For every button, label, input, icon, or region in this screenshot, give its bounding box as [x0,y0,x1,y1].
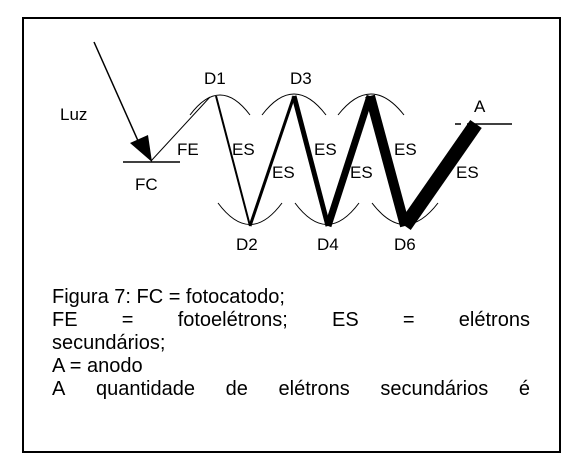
caption-word: A [52,378,66,400]
caption-word: = [402,309,415,331]
es-label: ES [232,140,255,159]
caption-word: fotoelétrons; [177,309,288,331]
light-arrowhead [130,135,152,162]
caption-word: elétrons [278,378,350,400]
dynode-d3-arc [261,93,327,116]
figure-caption: Figura 7: FC = fotocatodo; FE = fotoelét… [52,286,530,401]
caption-line-1: Figura 7: FC = fotocatodo; [52,286,285,308]
es-label: ES [456,163,479,182]
light-ray [93,41,144,153]
electron-path-d2-d3 [248,95,296,227]
anode-label: A [474,97,486,116]
dynode-d2-label: D2 [236,235,258,254]
caption-word: secundários [380,378,489,400]
electron-path-d6-anode [399,120,482,230]
dynode-d1-label: D1 [204,69,226,88]
caption-word: ES [331,309,359,331]
photoelectron-path [150,96,211,162]
es-label: ES [350,163,373,182]
dynode-d5-arc [337,93,405,116]
caption-word: elétrons [458,309,530,331]
electron-path-d3-d4 [291,95,331,227]
es-label: ES [314,140,337,159]
caption-line-2: FE = fotoelétrons; ES = elétrons [52,309,530,332]
caption-line-4: A = anodo [52,355,143,377]
photoelectron-label: FE [177,140,199,159]
es-label: ES [272,163,295,182]
electron-path-d5-d6 [365,94,410,228]
dynode-d2-arc [217,202,283,225]
electron-path-d1-d2 [215,95,251,227]
caption-word: é [518,378,530,400]
es-label: ES [394,140,417,159]
caption-word: quantidade [96,378,195,400]
caption-word: = [121,309,134,331]
light-label: Luz [60,105,87,124]
caption-word: FE [52,309,78,331]
caption-line-5: A quantidade de elétrons secundários é [52,378,530,401]
electron-path-d4-d5 [324,94,374,228]
dynode-d6-label: D6 [394,235,416,254]
dynode-d3-label: D3 [290,69,312,88]
dynode-d1-arc [189,94,251,116]
figure-border [22,17,561,453]
photocathode-label: FC [135,175,158,194]
caption-word: de [225,378,248,400]
caption-line-3: secundários; [52,332,166,354]
dynode-d4-label: D4 [317,235,339,254]
